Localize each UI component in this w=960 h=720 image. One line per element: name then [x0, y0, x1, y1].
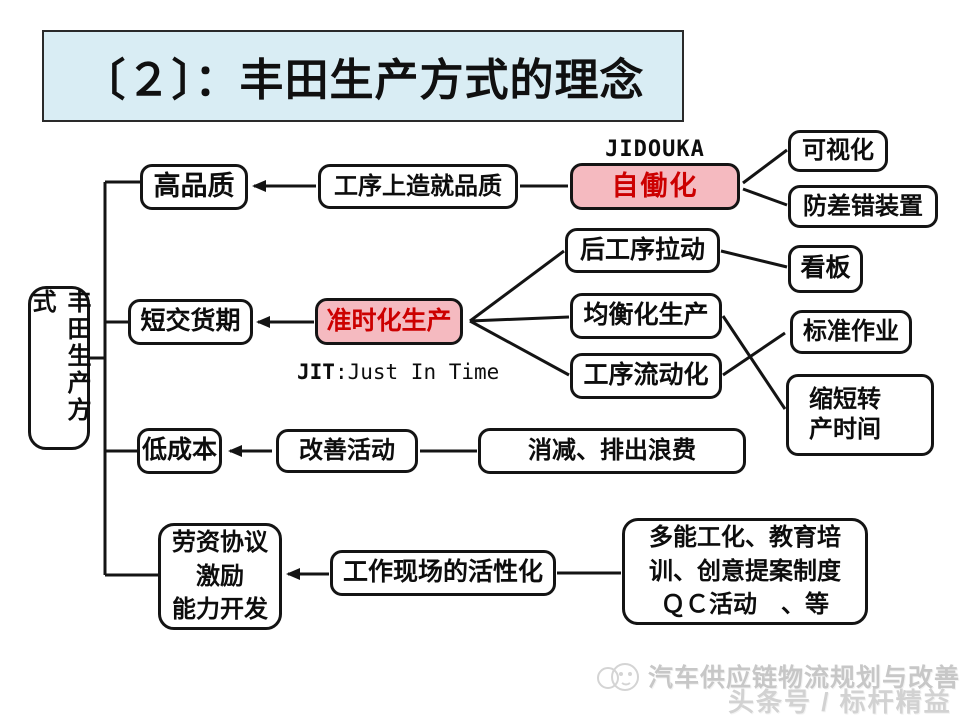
- node-pull-system: 后工序拉动: [565, 228, 720, 273]
- node-changeover-line2: 产时间: [809, 416, 881, 443]
- node-heijunka: 均衡化生产: [570, 293, 722, 339]
- node-quality-built-in-process: 工序上造就品质: [318, 164, 518, 209]
- label-jidouka: JIDOUKA: [605, 137, 705, 162]
- link-heijunka-changeover: [721, 315, 787, 410]
- link-jit-flow: [469, 319, 570, 377]
- node-just-in-time: 准时化生产: [315, 298, 463, 345]
- node-workplace-activation: 工作现场的活性化: [330, 550, 556, 596]
- label-jit-rest: :Just In Time: [334, 360, 500, 384]
- node-multiskill-training: 多能工化、教育培 训、创意提案制度 ＱＣ活动 、等: [622, 518, 868, 625]
- node-high-quality: 高品质: [140, 164, 248, 210]
- node-training-line3: ＱＣ活动 、等: [661, 591, 829, 619]
- link-jidoka-mistakeproofing: [742, 187, 788, 207]
- label-jit-just-in-time: JIT:Just In Time: [297, 360, 499, 384]
- node-labor-line1: 劳资协议: [172, 529, 268, 557]
- node-training-line1: 多能工化、教育培: [649, 524, 841, 552]
- node-training-line2: 训、创意提案制度: [649, 557, 841, 585]
- node-short-delivery: 短交货期: [128, 299, 253, 345]
- node-kanban: 看板: [788, 245, 863, 293]
- node-labor-incentive-development: 劳资协议 激励 能力开发: [158, 523, 282, 630]
- link-jidoka-visualization: [742, 148, 788, 185]
- watermark-line2: 头条号 / 标杆精益: [728, 687, 952, 717]
- link-jit-heijunka: [469, 315, 570, 323]
- node-changeover-line1: 缩短转: [809, 386, 881, 413]
- node-labor-line2: 激励: [196, 562, 244, 590]
- link-pull-kanban: [720, 249, 788, 269]
- slide-title: 〔２〕：丰田生产方式的理念: [42, 30, 684, 122]
- node-toyota-production-system: 丰田生产方式: [28, 286, 90, 450]
- link-jit-pull: [469, 249, 565, 323]
- watermark-logo-icon: [597, 663, 639, 691]
- node-jidoka: 自働化: [570, 163, 740, 210]
- watermark: 汽车供应链物流规划与改善 头条号 / 标杆精益: [560, 650, 960, 720]
- node-kaizen-activity: 改善活动: [276, 429, 418, 473]
- node-waste-elimination: 消减、排出浪费: [478, 428, 746, 474]
- node-changeover-reduction: 缩短转 产时间: [786, 374, 934, 456]
- node-process-flow: 工序流动化: [570, 353, 722, 399]
- node-mistake-proofing: 防差错装置: [788, 185, 938, 228]
- node-low-cost: 低成本: [137, 428, 222, 474]
- node-standard-work: 标准作业: [790, 310, 912, 354]
- link-flow-standardwork: [722, 331, 786, 377]
- node-labor-line3: 能力开发: [172, 596, 268, 624]
- node-visualization: 可视化: [788, 130, 888, 172]
- watermark-line1: 汽车供应链物流规划与改善: [648, 664, 960, 692]
- label-jit-prefix: JIT: [297, 360, 335, 384]
